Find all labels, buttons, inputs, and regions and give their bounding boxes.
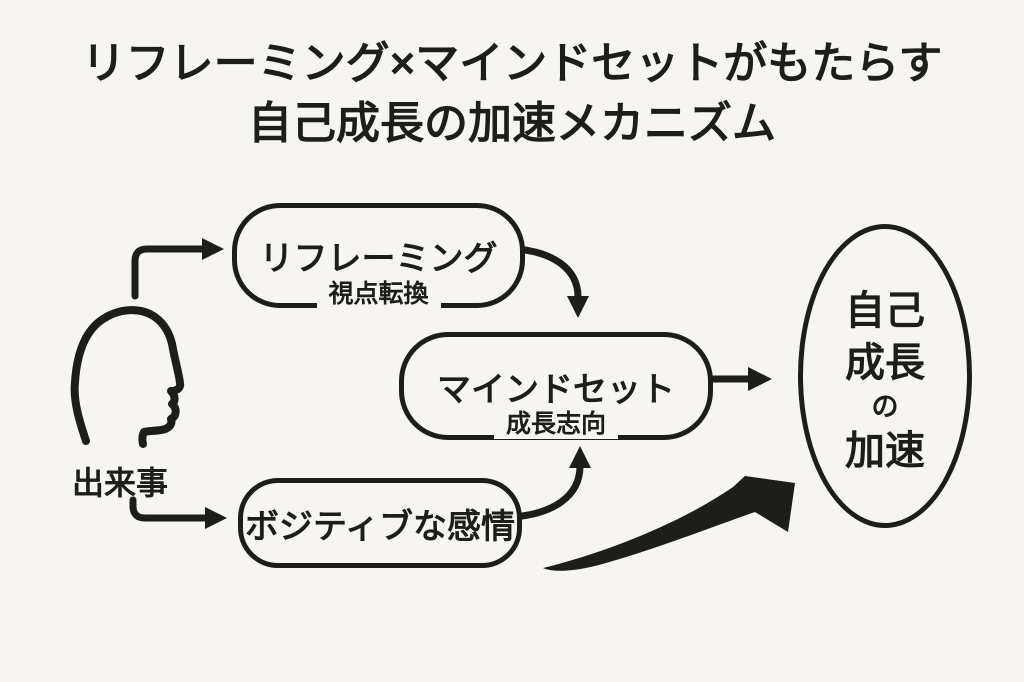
title-line-2: 自己成長の加速メカニズム: [248, 99, 776, 148]
node-outcome: 自己 成長 の 加速: [798, 224, 972, 528]
node-reframing-label: リフレーミング: [259, 240, 498, 278]
swoosh-arrow: [543, 476, 795, 571]
arrowhead-mindset-to-outcome: [748, 367, 772, 391]
arrow-actor-to-positive: [129, 496, 211, 522]
arrowhead-reframing-to-mindset: [567, 296, 589, 318]
arrow-actor-to-reframing: [131, 245, 208, 300]
node-mindset-sublabel: 成長志向: [493, 409, 619, 439]
node-positive-emotion: ボジティブな感情: [238, 478, 522, 568]
arrowhead-actor-to-positive: [205, 507, 227, 529]
arrowhead-actor-to-reframing: [202, 238, 224, 260]
node-reframing: リフレーミング 視点転換: [232, 203, 525, 309]
outcome-line-3: の: [871, 392, 899, 422]
arrowhead-positive-to-mindset: [569, 446, 591, 468]
actor-label: 出来事: [71, 465, 168, 501]
title-line-1: リフレーミング×マインドセットがもたらす: [81, 39, 943, 88]
node-positive-emotion-label: ボジティブな感情: [245, 507, 515, 546]
outcome-line-1: 自己: [845, 289, 925, 333]
arrow-reframing-to-mindset: [512, 245, 582, 301]
node-reframing-sublabel: 視点転換: [316, 279, 441, 309]
node-mindset-label: マインドセット: [437, 370, 675, 409]
arrow-positive-to-mindset: [509, 462, 584, 521]
head-profile-icon: [70, 306, 185, 448]
title: リフレーミング×マインドセットがもたらす 自己成長の加速メカニズム: [0, 34, 1024, 154]
outcome-line-2: 成長: [845, 341, 925, 385]
node-mindset: マインドセット 成長志向: [399, 332, 713, 440]
outcome-line-4: 加速: [845, 429, 925, 473]
